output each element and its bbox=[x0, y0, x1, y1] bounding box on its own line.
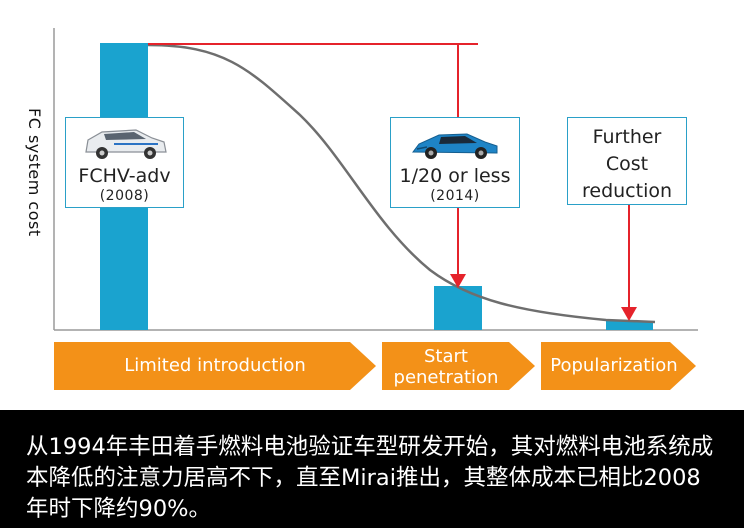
stage-label-limited: Limited introduction bbox=[124, 355, 306, 376]
callout-fchv-adv: FCHV-adv (2008) bbox=[65, 117, 184, 208]
callout-further-line-3: reduction bbox=[581, 180, 673, 202]
stage-arrow-popular bbox=[541, 342, 696, 390]
callout-fchv-adv-year: (2008) bbox=[99, 188, 150, 204]
callout-further-line-2: Cost bbox=[605, 153, 649, 175]
sedan-car-icon bbox=[412, 133, 498, 159]
suv-car-icon bbox=[84, 129, 167, 159]
callout-mirai-year: (2014) bbox=[430, 188, 480, 204]
stage-label-start-line-1: Start bbox=[424, 346, 468, 367]
arrow-future-head bbox=[621, 307, 637, 321]
arrow-2014-head bbox=[450, 274, 466, 288]
caption-bar: 从1994年丰田着手燃料电池验证车型研发开始，其对燃料电池系统成本降低的注意力居… bbox=[0, 410, 744, 528]
bar-future bbox=[606, 321, 653, 330]
y-axis-label: FC system cost bbox=[25, 108, 44, 237]
bar-2014 bbox=[434, 286, 482, 330]
caption-text: 从1994年丰田着手燃料电池验证车型研发开始，其对燃料电池系统成本降低的注意力居… bbox=[26, 434, 714, 522]
stage-label-start-line-2: penetration bbox=[393, 367, 499, 388]
cost-curve bbox=[147, 43, 656, 324]
stage-label-popularization: Popularization bbox=[550, 355, 678, 376]
stage-label-start: Start penetration bbox=[384, 346, 508, 388]
stage-arrow-limited bbox=[54, 342, 376, 390]
callout-further-cost: Further Cost reduction bbox=[567, 117, 687, 205]
callout-mirai: 1/20 or less (2014) bbox=[390, 117, 520, 208]
callout-fchv-adv-label: FCHV-adv bbox=[78, 165, 171, 187]
stage-arrow-start bbox=[382, 342, 535, 390]
callout-further-line-1: Further bbox=[592, 126, 662, 148]
callout-mirai-label: 1/20 or less bbox=[399, 165, 511, 187]
